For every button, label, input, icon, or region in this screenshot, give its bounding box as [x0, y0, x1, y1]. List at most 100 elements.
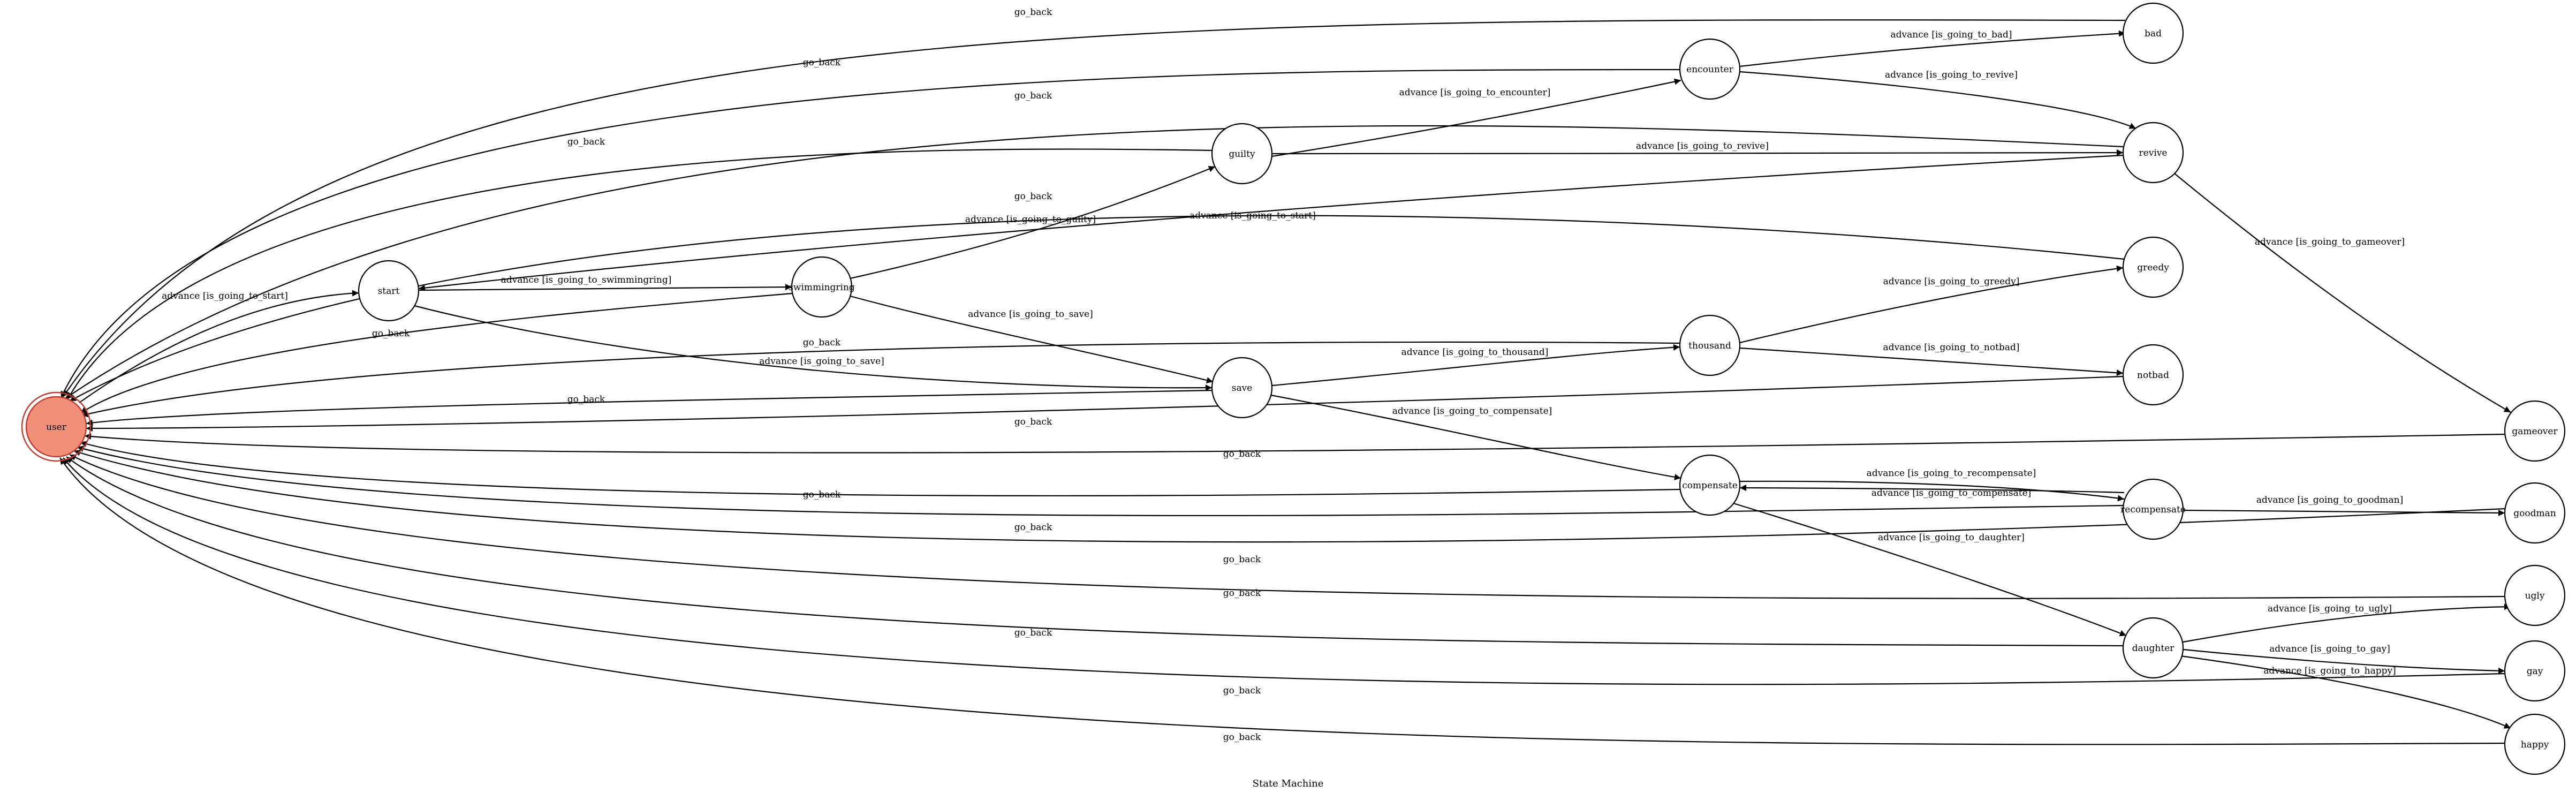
- edge-label: advance [is_going_to_bad]: [1891, 29, 2012, 40]
- edge-swimmingring-save: advance [is_going_to_save]: [850, 295, 1214, 383]
- edge-revive-user: go_back: [65, 90, 2124, 399]
- edge-line: [1270, 394, 1681, 480]
- edge-guilty-user: go_back: [67, 137, 1213, 400]
- edge-line: [1739, 265, 2124, 344]
- edge-label: go_back: [1014, 417, 1052, 427]
- edge-gameover-user: go_back: [84, 433, 2506, 459]
- edge-line: [59, 457, 2506, 745]
- edge-bad-user: go_back: [63, 7, 2126, 397]
- edge-label: go_back: [1223, 554, 1261, 565]
- edge-line: [1739, 480, 2125, 502]
- edge-label: go_back: [567, 394, 605, 405]
- state-label: thousand: [1688, 341, 1731, 351]
- edge-line: [1739, 71, 2136, 130]
- edge-label: advance [is_going_to_notbad]: [1883, 342, 2020, 353]
- edge-label: go_back: [1014, 522, 1052, 533]
- edge-line: [850, 295, 1214, 383]
- edge-line: [2183, 603, 2511, 643]
- edge-label: advance [is_going_to_goodman]: [2256, 495, 2404, 505]
- state-circle: [2122, 478, 2184, 540]
- edge-revive-start: advance [is_going_to_start]: [418, 154, 2124, 291]
- state-node-recompensate: recompensate: [2120, 478, 2186, 540]
- state-node-greedy: greedy: [2122, 236, 2184, 298]
- edge-gay-user: go_back: [63, 457, 2506, 696]
- edge-line: [1271, 78, 1681, 157]
- state-circle: [2122, 236, 2184, 298]
- edge-save-compensate: advance [is_going_to_compensate]: [1270, 394, 1681, 480]
- state-label: happy: [2521, 739, 2549, 750]
- state-circle: [1679, 38, 1741, 100]
- edge-line: [84, 433, 2506, 454]
- state-circle: [358, 260, 420, 322]
- edge-recompensate-compensate: advance [is_going_to_compensate]: [1739, 485, 2125, 499]
- state-label: bad: [2145, 28, 2162, 39]
- edge-encounter-user: go_back: [60, 57, 1680, 398]
- edge-line: [80, 292, 793, 414]
- edge-guilty-encounter: advance [is_going_to_encounter]: [1271, 78, 1681, 157]
- edge-notbad-user: go_back: [86, 375, 2124, 432]
- edge-daughter-gay: advance [is_going_to_gay]: [2183, 644, 2505, 674]
- edge-line: [1271, 344, 1680, 387]
- edge-line: [1739, 347, 2124, 376]
- edge-save-thousand: advance [is_going_to_thousand]: [1271, 344, 1680, 387]
- edge-revive-gameover: advance [is_going_to_gameover]: [2174, 173, 2511, 413]
- edge-label: go_back: [1223, 588, 1261, 599]
- edge-label: advance [is_going_to_gay]: [2269, 644, 2390, 654]
- edge-label: advance [is_going_to_revive]: [1636, 141, 1769, 152]
- state-node-notbad: notbad: [2122, 344, 2184, 406]
- edge-daughter-ugly: advance [is_going_to_ugly]: [2183, 603, 2511, 643]
- state-label: ugly: [2525, 591, 2545, 601]
- state-label: goodman: [2513, 508, 2556, 519]
- edge-swimmingring-user: go_back: [80, 292, 793, 414]
- state-node-happy: happy: [2504, 713, 2566, 775]
- state-circle: [2122, 2, 2184, 64]
- state-node-gameover: gameover: [2504, 400, 2566, 462]
- edge-line: [60, 69, 1680, 398]
- edge-label: advance [is_going_to_happy]: [2263, 666, 2396, 676]
- state-circle: [2504, 482, 2566, 544]
- edge-line: [67, 148, 1213, 400]
- state-circle: [1211, 123, 1273, 185]
- edge-label: go_back: [803, 337, 841, 348]
- state-label: guilty: [1229, 149, 1255, 160]
- edge-encounter-bad: advance [is_going_to_bad]: [1739, 29, 2126, 67]
- edge-save-user: go_back: [86, 389, 1213, 426]
- state-circle: [1679, 454, 1741, 516]
- edge-label: advance [is_going_to_encounter]: [1399, 87, 1551, 98]
- edge-start-swimmingring: advance [is_going_to_swimmingring]: [418, 275, 792, 291]
- state-label: daughter: [2132, 643, 2175, 654]
- edge-line: [418, 154, 2124, 291]
- edge-line: [69, 454, 2506, 599]
- state-circle: [2504, 640, 2566, 702]
- edge-label: advance [is_going_to_save]: [968, 309, 1093, 320]
- edge-compensate-recompensate: advance [is_going_to_recompensate]: [1739, 468, 2125, 502]
- edge-line: [65, 125, 2124, 399]
- edge-label: advance [is_going_to_compensate]: [1872, 488, 2032, 499]
- state-circle: [25, 396, 87, 458]
- state-node-gay: gay: [2504, 640, 2566, 702]
- edge-line: [2180, 655, 2511, 729]
- edge-goodman-user: go_back: [73, 449, 2506, 565]
- edge-line: [2183, 509, 2505, 516]
- edge-line: [77, 445, 2125, 517]
- edge-daughter-happy: advance [is_going_to_happy]: [2180, 655, 2511, 729]
- edge-compensate-daughter: advance [is_going_to_daughter]: [1733, 502, 2127, 637]
- state-node-save: save: [1211, 357, 1273, 419]
- edge-label: advance [is_going_to_swimmingring]: [501, 275, 672, 285]
- state-label: gay: [2527, 666, 2543, 677]
- edge-line: [66, 456, 2124, 647]
- state-node-encounter: encounter: [1679, 38, 1741, 100]
- state-label: encounter: [1686, 64, 1734, 75]
- edge-line: [86, 389, 1213, 426]
- edge-line: [73, 449, 2506, 543]
- state-label: compensate: [1682, 480, 1738, 491]
- edge-label: go_back: [1014, 191, 1052, 202]
- edge-line: [1739, 485, 2125, 494]
- edge-line: [63, 19, 2126, 397]
- edge-line: [850, 165, 1216, 280]
- state-circle: [2122, 617, 2184, 679]
- state-label: greedy: [2137, 262, 2169, 273]
- state-circle: [2504, 564, 2566, 626]
- state-circle: [2122, 122, 2184, 184]
- state-node-goodman: goodman: [2504, 482, 2566, 544]
